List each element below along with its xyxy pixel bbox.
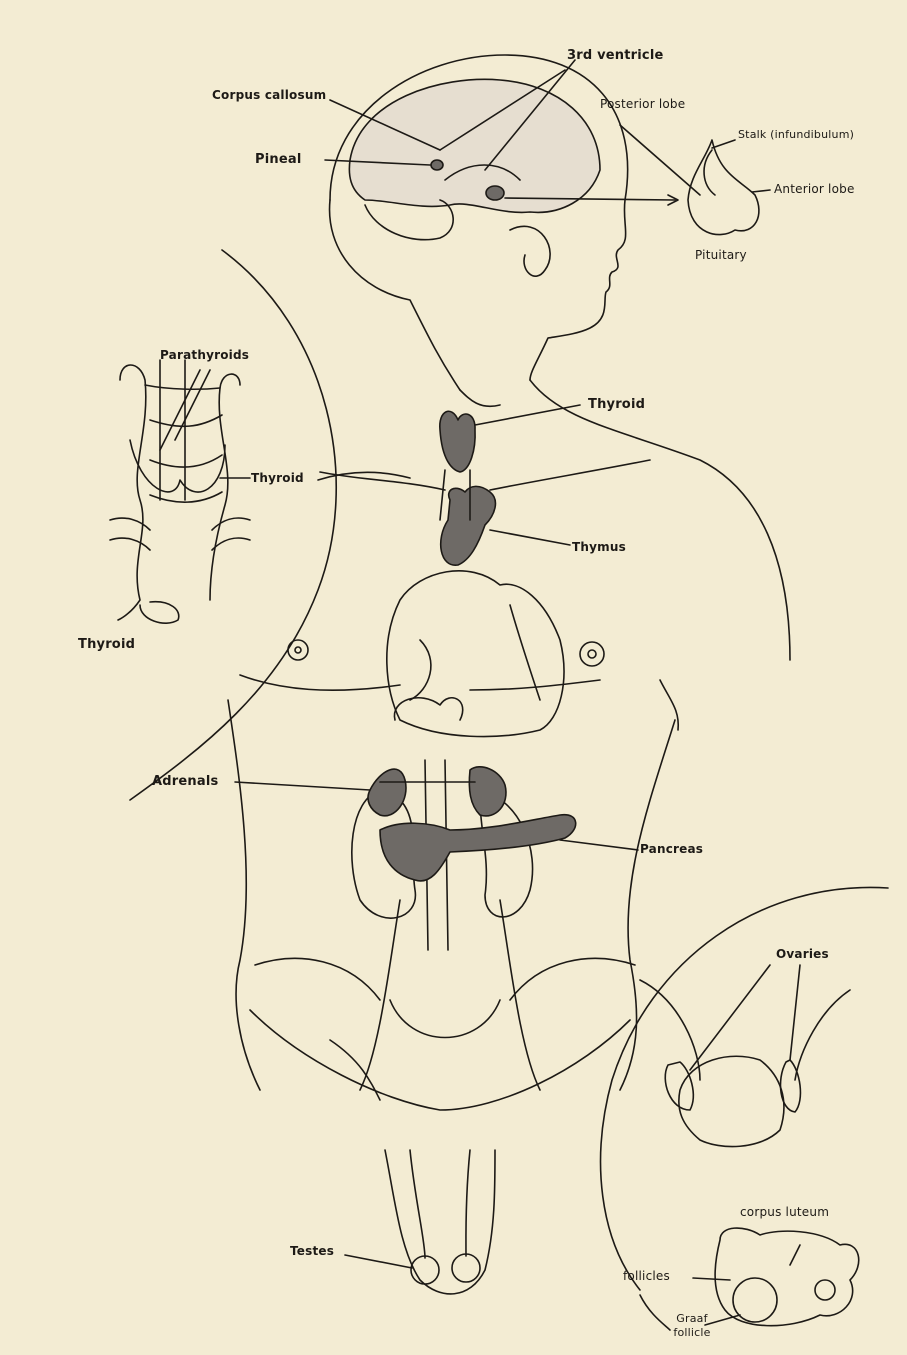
label-corpus-callosum: Corpus callosum bbox=[212, 88, 326, 102]
adrenal-left bbox=[368, 769, 406, 816]
torso-right bbox=[620, 720, 675, 1090]
inset-arc-left bbox=[130, 250, 336, 800]
larynx-inset bbox=[118, 365, 146, 620]
label-posterior-lobe: Posterior lobe bbox=[600, 97, 685, 111]
head-back bbox=[330, 200, 460, 390]
testis-right bbox=[452, 1254, 480, 1282]
pituitary-enlarged bbox=[688, 140, 759, 235]
shoulder-right bbox=[530, 380, 790, 660]
brain bbox=[349, 79, 600, 212]
label-ovaries: Ovaries bbox=[776, 947, 829, 961]
pancreas bbox=[380, 815, 576, 881]
label-pancreas: Pancreas bbox=[640, 842, 703, 856]
nipple-right bbox=[580, 642, 604, 666]
thymus bbox=[441, 486, 496, 565]
label-thyroid-inset: Thyroid bbox=[251, 471, 304, 485]
label-thymus: Thymus bbox=[572, 540, 626, 554]
label-stalk: Stalk (infundibulum) bbox=[738, 128, 854, 141]
torso-left bbox=[228, 700, 260, 1090]
neck-left bbox=[460, 390, 500, 406]
label-graaf-follicle: Graaf follicle bbox=[662, 1312, 722, 1341]
testis-left bbox=[411, 1256, 439, 1284]
label-parathyroids: Parathyroids bbox=[160, 348, 249, 362]
label-corpus-luteum: corpus luteum bbox=[740, 1205, 829, 1219]
label-follicles: follicles bbox=[623, 1269, 670, 1283]
label-pituitary: Pituitary bbox=[695, 248, 747, 262]
inset-arc-right bbox=[601, 887, 888, 1290]
label-thyroid: Thyroid bbox=[588, 397, 645, 412]
ear bbox=[510, 226, 550, 276]
thyroid-main bbox=[440, 411, 475, 472]
label-third-ventricle: 3rd ventricle bbox=[567, 48, 664, 63]
label-testes: Testes bbox=[290, 1244, 334, 1258]
label-adrenals: Adrenals bbox=[152, 774, 218, 789]
label-pineal: Pineal bbox=[255, 152, 301, 167]
label-thyroid-inset-caption: Thyroid bbox=[78, 637, 135, 652]
heart bbox=[387, 571, 564, 737]
pituitary-small bbox=[486, 186, 504, 200]
label-anterior-lobe: Anterior lobe bbox=[774, 182, 855, 196]
pineal-gland bbox=[431, 160, 443, 170]
uterus bbox=[679, 1056, 784, 1146]
nipple-left bbox=[288, 640, 308, 660]
adrenal-right bbox=[469, 767, 506, 816]
